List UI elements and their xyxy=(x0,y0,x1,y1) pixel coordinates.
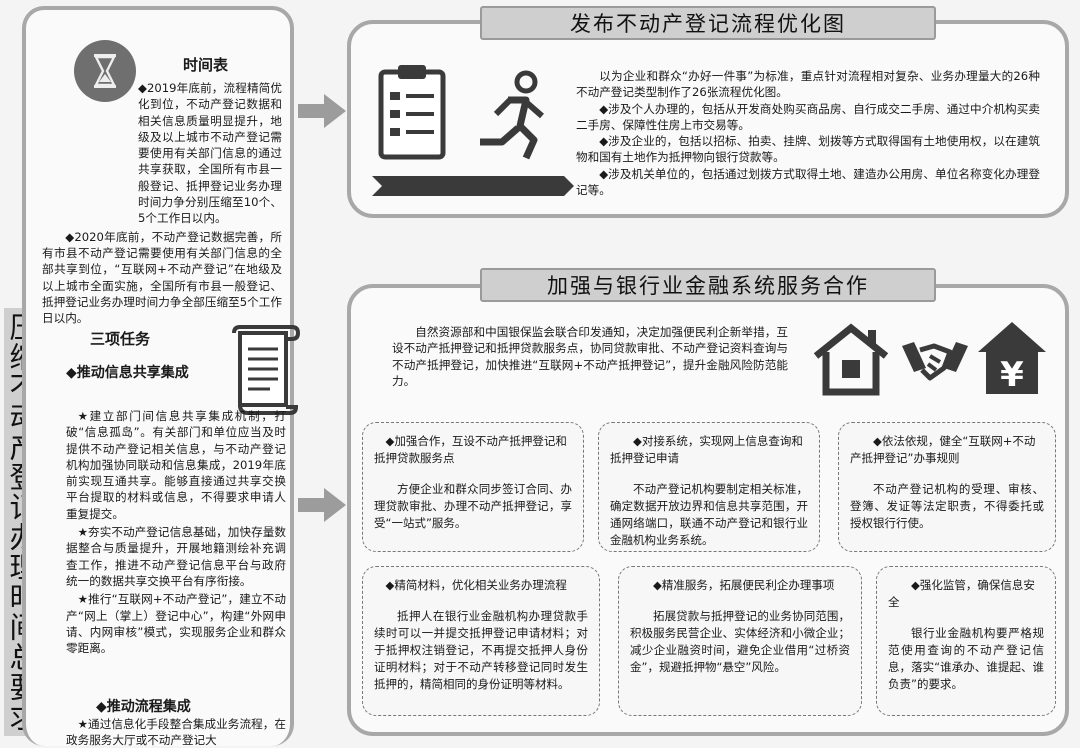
coop-box-title: ◆依法依规，健全“互联网+不动产抵押登记”办事规则 xyxy=(850,434,1036,465)
chevron-arrows-icon xyxy=(372,176,574,196)
tasks-title: 三项任务 xyxy=(90,330,151,348)
coop-box-5: ◆精准服务，拓展便民利企办理事项 拓展贷款与抵押登记的业务协同范围，积极服务民营… xyxy=(618,566,862,716)
top-p4: ◆涉及机关单位的，包括通过划拨方式取得土地、建造办公用房、单位名称变化办理登记等… xyxy=(576,166,1040,198)
top-title: 发布不动产登记流程优化图 xyxy=(480,6,936,40)
top-text: 以为企业和群众“办好一件事”为标准，重点针对流程相对复杂、业务办理量大的26种不… xyxy=(576,68,1040,198)
task1-p1: ★建立部门间信息共享集成机制，打破“信息孤岛”。有关部门和单位应当及时提供不动产… xyxy=(66,409,286,521)
top-p3: ◆涉及企业的，包括以招标、拍卖、挂牌、划拨等方式取得国有土地使用权，以在建筑物和… xyxy=(576,134,1040,165)
coop-box-title: ◆加强合作，互设不动产抵押登记和抵押贷款服务点 xyxy=(374,434,567,465)
clipboard-icon xyxy=(378,65,446,160)
left-panel: 时间表 ◆2019年底前，流程精简优化到位，不动产登记数据和相关信息质量明显提升… xyxy=(22,6,301,748)
timeline-title: 时间表 xyxy=(183,56,229,74)
coop-box-body: 抵押人在银行业金融机构办理贷款手续时可以一并提交抵押登记申请材料；对于抵押权注销… xyxy=(374,609,588,691)
coop-box-body: 不动产登记机构的受理、审核、登簿、发证等法定职责，不得委托或授权银行行使。 xyxy=(850,482,1044,530)
task1-title: ◆推动信息共享集成 xyxy=(66,365,189,381)
coop-box-2: ◆对接系统，实现网上信息查询和抵押登记申请 不动产登记机构要制定相关标准，确定数… xyxy=(598,422,820,552)
house-icon xyxy=(813,323,889,396)
right-arrow-icon xyxy=(298,94,346,128)
coop-box-title: ◆精简材料，优化相关业务办理流程 xyxy=(385,578,567,592)
task2-p1: ★通过信息化手段整合集成业务流程，在政务服务大厅或不动产登记大 xyxy=(66,717,286,748)
coop-box-body: 方便企业和群众同步签订合同、办理贷款审批、办理不动产抵押登记，享受“一站式”服务… xyxy=(374,482,572,530)
coop-box-title: ◆强化监管，确保信息安全 xyxy=(888,578,1035,609)
right-arrow-icon xyxy=(298,488,346,522)
bottom-intro: 自然资源部和中国银保监会联合印发通知，决定加强便民利企新举措，互设不动产抵押登记… xyxy=(392,324,788,389)
top-p1: 以为企业和群众“办好一件事”为标准，重点针对流程相对复杂、业务办理量大的26种不… xyxy=(576,69,1040,100)
coop-box-title: ◆精准服务，拓展便民利企办理事项 xyxy=(653,578,835,592)
running-man-icon xyxy=(480,70,544,160)
timeline-p1: ◆2019年底前，流程精简优化到位，不动产登记数据和相关信息质量明显提升，地级及… xyxy=(138,81,282,226)
hourglass-icon xyxy=(74,40,136,102)
bottom-intro-text: 自然资源部和中国银保监会联合印发通知，决定加强便民利企新举措，互设不动产抵押登记… xyxy=(392,325,788,388)
coop-box-body: 拓展贷款与抵押登记的业务协同范围，积极服务民营企业、实体经济和小微企业；减少企业… xyxy=(630,609,850,674)
coop-box-6: ◆强化监管，确保信息安全 银行业金融机构要严格规范使用查询的不动产登记信息，落实… xyxy=(876,566,1056,716)
task2-title: ◆推动流程集成 xyxy=(96,699,191,715)
coop-box-body: 银行业金融机构要严格规范使用查询的不动产登记信息，落实“谁承办、谁提起、谁负责”… xyxy=(888,626,1044,691)
coop-box-title: ◆对接系统，实现网上信息查询和抵押登记申请 xyxy=(610,434,803,465)
handshake-icon xyxy=(902,342,968,381)
timeline-p2: ◆2020年底前，不动产登记数据完善，所有市县不动产登记需要使用有关部门信息的全… xyxy=(42,229,282,326)
task2-text: ★通过信息化手段整合集成业务流程，在政务服务大厅或不动产登记大 xyxy=(66,716,286,748)
coop-box-4: ◆精简材料，优化相关业务办理流程 抵押人在银行业金融机构办理贷款手续时可以一并提… xyxy=(362,566,600,716)
task1-p3: ★推行“互联网+不动产登记”，建立不动产“网上（掌上）登记中心”，构建“外网申请… xyxy=(66,592,286,656)
scroll-icon xyxy=(226,325,306,417)
coop-box-1: ◆加强合作，互设不动产抵押登记和抵押贷款服务点 方便企业和群众同步签订合同、办理… xyxy=(362,422,584,552)
bottom-title: 加强与银行业金融系统服务合作 xyxy=(480,268,936,302)
task1-text: ★建立部门间信息共享集成机制，打破“信息孤岛”。有关部门和单位应当及时提供不动产… xyxy=(66,408,286,656)
task1-p2: ★夯实不动产登记信息基础，加快存量数据整合与质量提升，开展地籍测绘补充调查工作，… xyxy=(66,525,286,588)
yuan-house-icon: ¥ xyxy=(978,322,1046,395)
timeline-text: ◆2019年底前，流程精简优化到位，不动产登记数据和相关信息质量明显提升，地级及… xyxy=(42,80,282,326)
top-p2: ◆涉及个人办理的，包括从开发商处购买商品房、自行成交二手房、通过中介机构买卖二手… xyxy=(576,101,1040,132)
coop-box-3: ◆依法依规，健全“互联网+不动产抵押登记”办事规则 不动产登记机构的受理、审核、… xyxy=(838,422,1056,552)
coop-box-body: 不动产登记机构要制定相关标准，确定数据开放边界和信息共享范围，开通网络端口，联通… xyxy=(610,482,808,547)
svg-text:¥: ¥ xyxy=(1000,355,1024,395)
